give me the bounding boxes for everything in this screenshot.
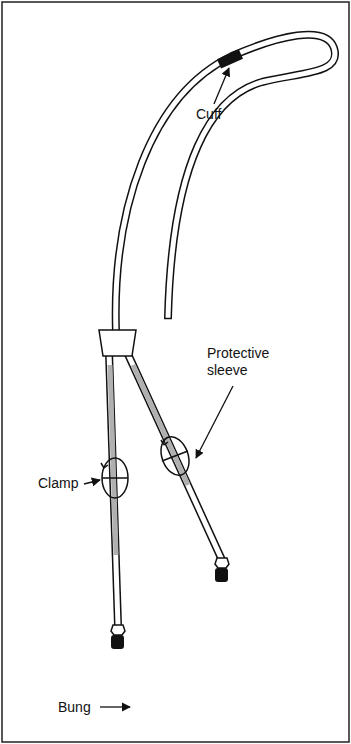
catheter-tube: [116, 35, 335, 332]
part-label: Cuff: [196, 106, 221, 123]
leader-line: [84, 68, 233, 707]
clamp-symbol: [101, 433, 194, 498]
part-label: Protective sleeve: [207, 345, 287, 379]
part-label: Bung: [58, 699, 91, 716]
part-label: Clamp: [38, 475, 78, 492]
bung-connector: [111, 558, 229, 649]
cuff-band: [217, 50, 243, 69]
protective-sleeve: [133, 365, 188, 485]
protective-sleeve: [110, 365, 116, 555]
hub: [99, 330, 136, 356]
